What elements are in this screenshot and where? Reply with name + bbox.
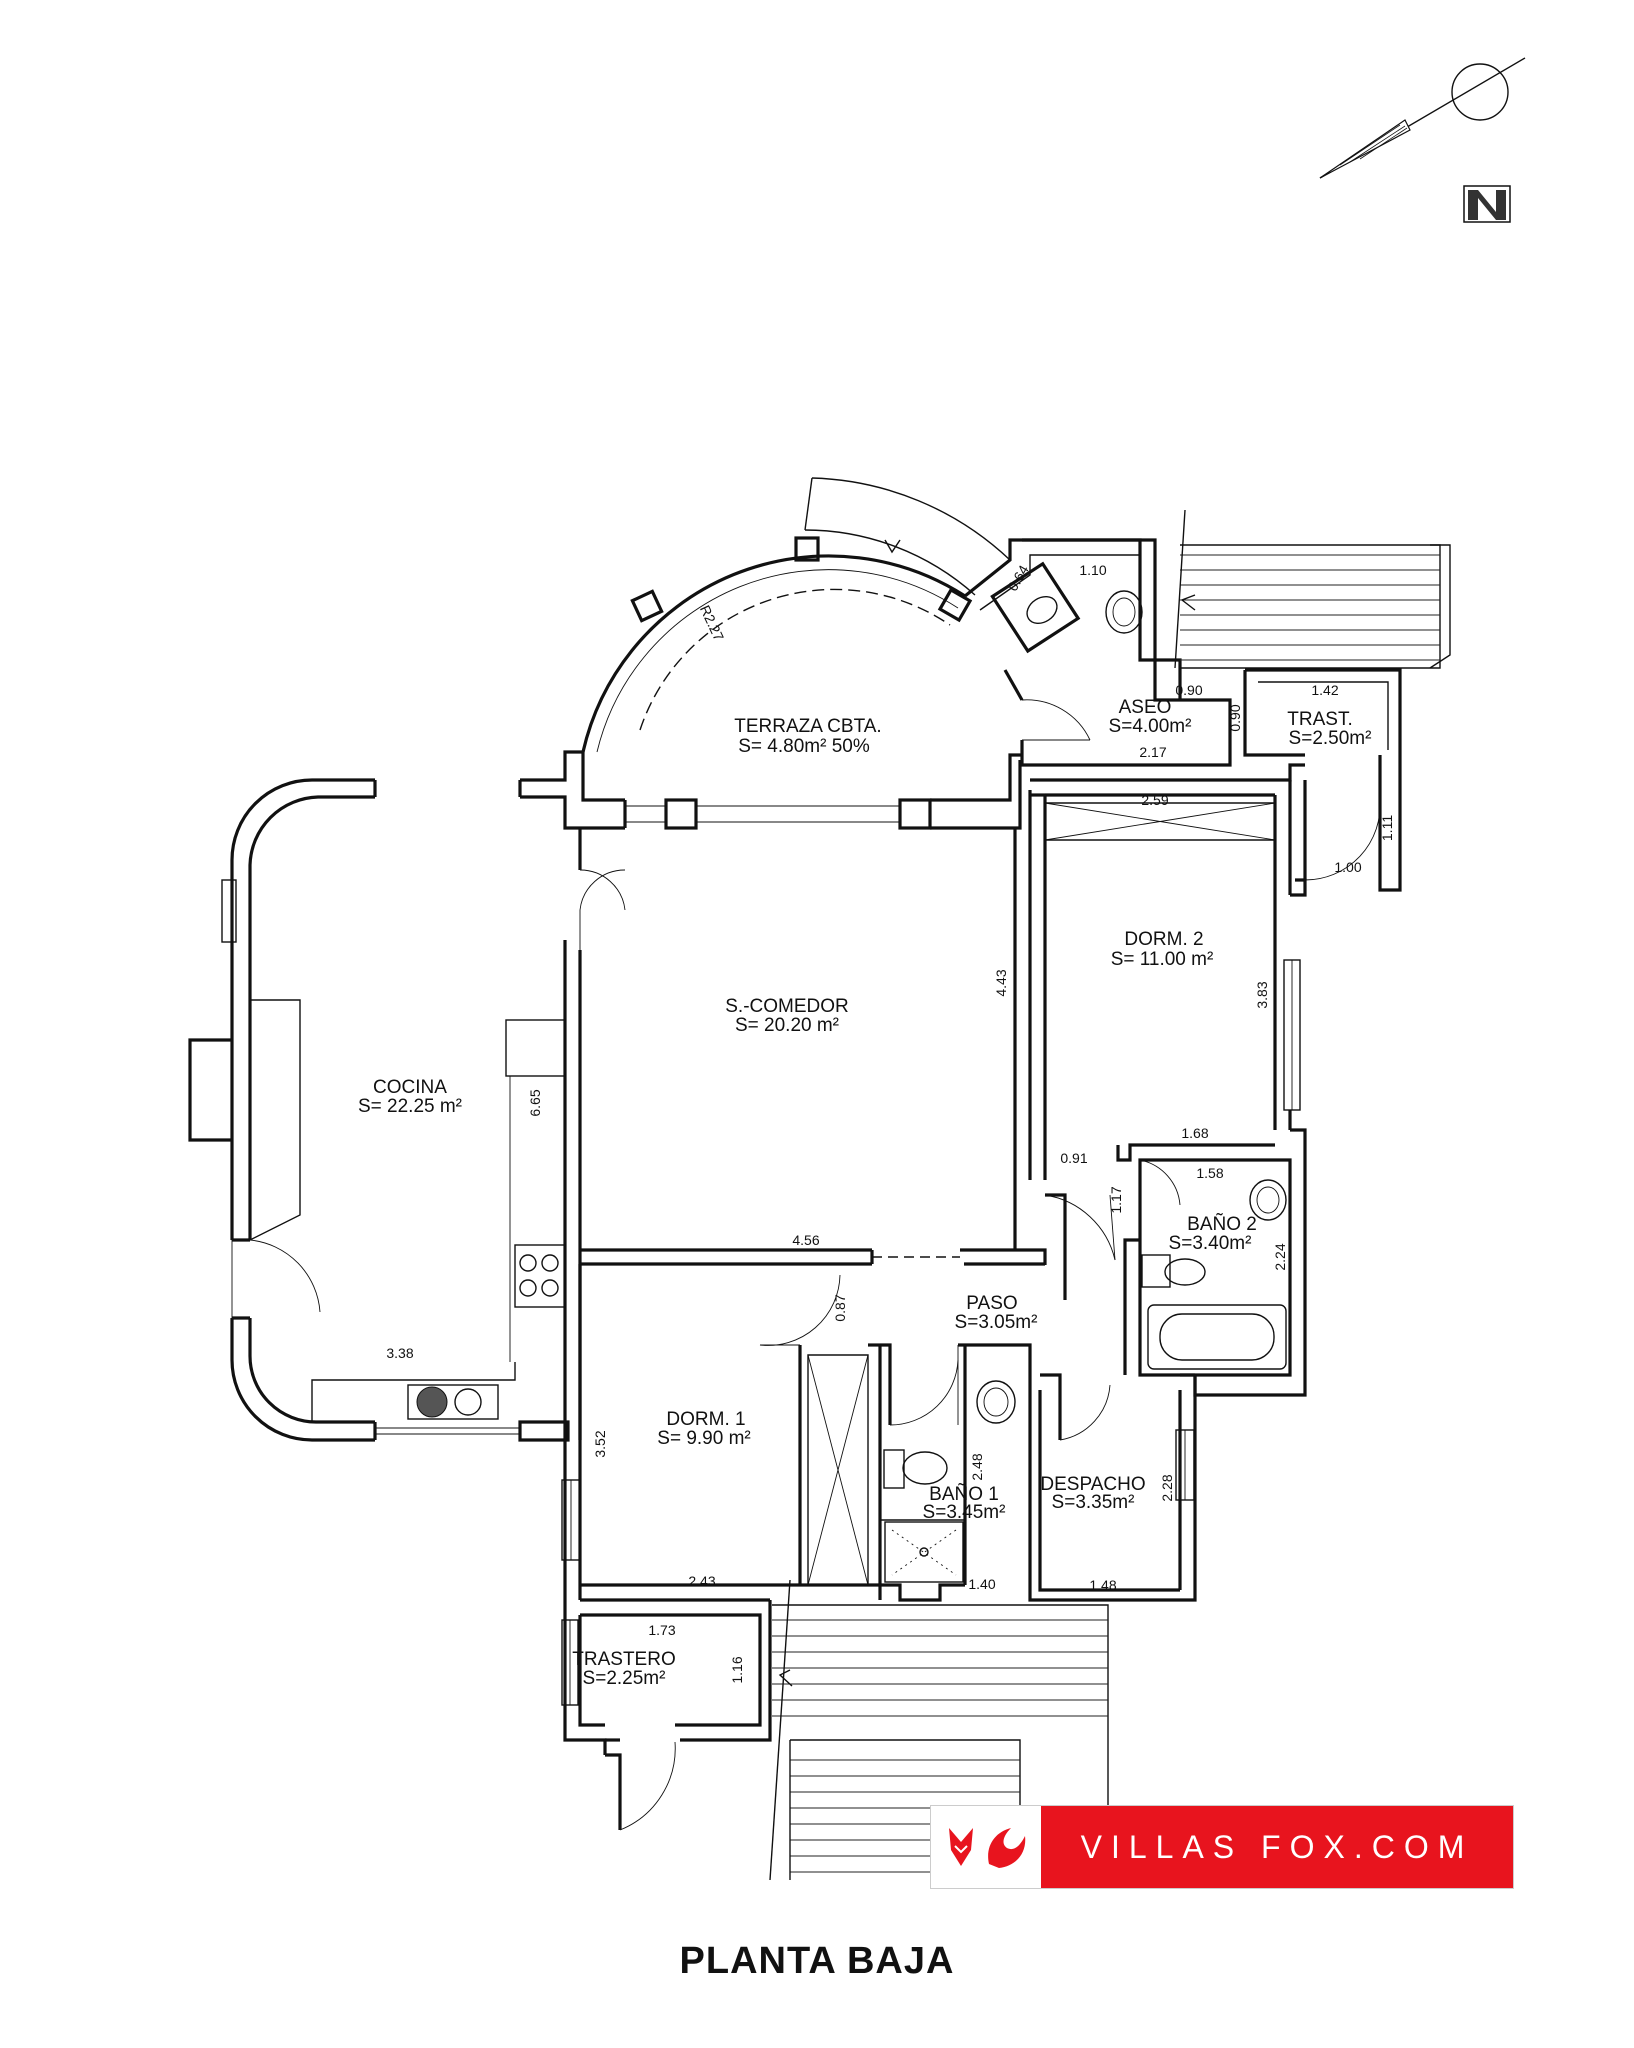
brand-banner: VILLAS FOX.COM [930,1805,1514,1889]
dim-091: 0.91 [1060,1150,1087,1166]
room-name-cocina: COCINA [373,1077,447,1098]
dim-090a: 0.90 [1175,682,1202,698]
terrace-structure [581,477,1011,753]
room-area-bano1: S=3.45m² [923,1502,1006,1523]
dim-090b: 0.90 [1227,704,1243,731]
room-area-terraza: S= 4.80m² 50% [738,736,870,757]
dim-456: 4.56 [792,1232,819,1248]
north-icon: N [1463,185,1511,223]
walls [188,538,1402,1831]
dim-111: 1.11 [1379,815,1395,841]
room-area-aseo: S=4.00m² [1109,716,1192,737]
room-name-trast: TRAST. [1287,709,1352,730]
fox-logo-icon [931,1806,1041,1886]
dim-100: 1.00 [1334,859,1361,875]
dim-338: 3.38 [386,1345,413,1361]
room-labels: TERRAZA CBTA. S= 4.80m² 50% ASEO S=4.00m… [358,697,1371,1689]
room-area-trast: S=2.50m² [1289,728,1372,749]
room-area-cocina: S= 22.25 m² [358,1096,462,1117]
room-area-dorm2: S= 11.00 m² [1111,949,1214,970]
dim-665: 6.65 [527,1089,543,1116]
dim-248: 2.48 [969,1453,985,1480]
dim-224: 2.24 [1272,1243,1288,1270]
dim-116: 1.16 [729,1656,745,1683]
dim-148: 1.48 [1089,1577,1116,1593]
room-name-aseo: ASEO [1119,697,1172,718]
stairs-top [1174,509,1451,669]
room-name-comedor: S.-COMEDOR [725,996,849,1017]
room-name-bano1: BAÑO 1 [929,1483,999,1505]
room-area-despacho: S=3.35m² [1052,1492,1135,1513]
dim-064: 0.64 [1004,562,1032,594]
dim-217: 2.17 [1139,744,1166,760]
stove-icon [514,1244,566,1308]
dim-110: 1.10 [1079,562,1106,578]
dim-259: 2.59 [1141,792,1168,808]
dim-087: 0.87 [832,1294,848,1321]
dim-173: 1.73 [648,1622,675,1638]
dim-228: 2.28 [1159,1474,1175,1501]
room-name-despacho: DESPACHO [1040,1474,1145,1495]
dim-383: 3.83 [1254,981,1270,1008]
dim-117: 1.17 [1108,1186,1124,1213]
room-name-bano2: BAÑO 2 [1187,1213,1257,1235]
room-area-comedor: S= 20.20 m² [735,1015,839,1036]
sink-icon [407,1384,499,1420]
dim-443: 4.43 [993,969,1009,996]
plan-title: PLANTA BAJA [679,1940,955,1982]
room-name-trastero: TRASTERO [572,1649,675,1670]
room-area-dorm1: S= 9.90 m² [657,1428,750,1449]
room-name-terraza: TERRAZA CBTA. [734,716,881,737]
dim-140: 1.40 [968,1576,995,1592]
dim-142: 1.42 [1311,682,1338,698]
room-name-dorm2: DORM. 2 [1124,929,1203,950]
room-name-dorm1: DORM. 1 [666,1409,745,1430]
north-compass: N [1319,57,1526,223]
room-area-bano2: S=3.40m² [1169,1233,1252,1254]
room-area-trastero: S=2.25m² [583,1668,666,1689]
room-name-paso: PASO [966,1293,1017,1314]
dim-158: 1.58 [1196,1165,1223,1181]
brand-text: VILLAS FOX.COM [1041,1806,1513,1888]
room-area-paso: S=3.05m² [955,1312,1038,1333]
dim-352: 3.52 [592,1430,608,1457]
dim-168: 1.68 [1181,1125,1208,1141]
dim-243: 2.43 [688,1573,715,1589]
